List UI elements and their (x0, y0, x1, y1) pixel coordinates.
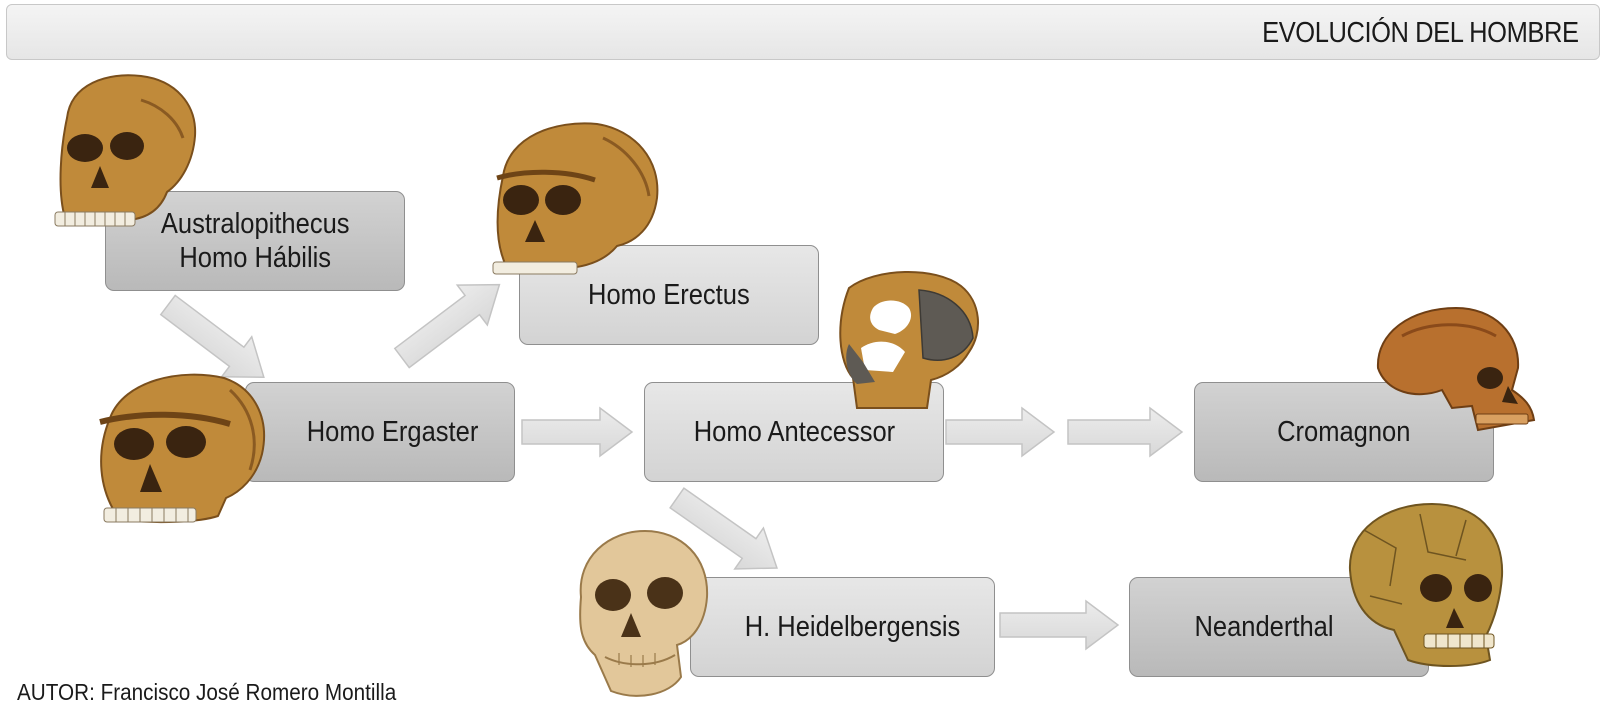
node-cromagnon: Cromagnon (1194, 382, 1494, 482)
arrow-australopithecus-to-ergaster (159, 294, 265, 378)
skull-australopithecus-icon (54, 74, 197, 227)
arrow-ergaster-to-erectus (393, 283, 501, 369)
node-neanderthal-label: Neanderthal (1194, 611, 1334, 643)
author-credit: AUTOR: Francisco José Romero Montilla (17, 679, 397, 705)
arrow-middle-to-cromagnon (1067, 406, 1184, 458)
skull-homo-ergaster-icon (99, 373, 266, 524)
node-homo-ergaster: Homo Ergaster (245, 382, 515, 482)
node-australopithecus-line2: Homo Hábilis (179, 242, 331, 274)
node-australopithecus-line1: Australopithecus (160, 208, 350, 240)
node-heidelbergensis: H. Heidelbergensis (690, 577, 995, 677)
arrow-antecessor-to-heidelbergensis (669, 487, 778, 570)
skull-homo-antecessor-icon (839, 271, 980, 409)
node-homo-erectus-label: Homo Erectus (588, 279, 750, 311)
node-heidelbergensis-label: H. Heidelbergensis (744, 611, 961, 643)
skull-homo-erectus-icon (492, 122, 659, 275)
title-bar: EVOLUCIÓN DEL HOMBRE (6, 4, 1600, 60)
page-title: EVOLUCIÓN DEL HOMBRE (1262, 17, 1580, 49)
skull-cromagnon-icon (1376, 306, 1536, 432)
node-homo-antecessor-label: Homo Antecessor (693, 416, 895, 448)
node-cromagnon-label: Cromagnon (1277, 416, 1411, 448)
node-homo-ergaster-label: Homo Ergaster (306, 416, 479, 448)
skull-heidelbergensis-icon (579, 529, 709, 697)
arrow-antecessor-to-middle (945, 406, 1056, 458)
arrow-heidelbergensis-to-neanderthal (999, 599, 1120, 651)
skull-neanderthal-icon (1348, 502, 1504, 667)
arrow-ergaster-to-antecessor (521, 406, 634, 458)
